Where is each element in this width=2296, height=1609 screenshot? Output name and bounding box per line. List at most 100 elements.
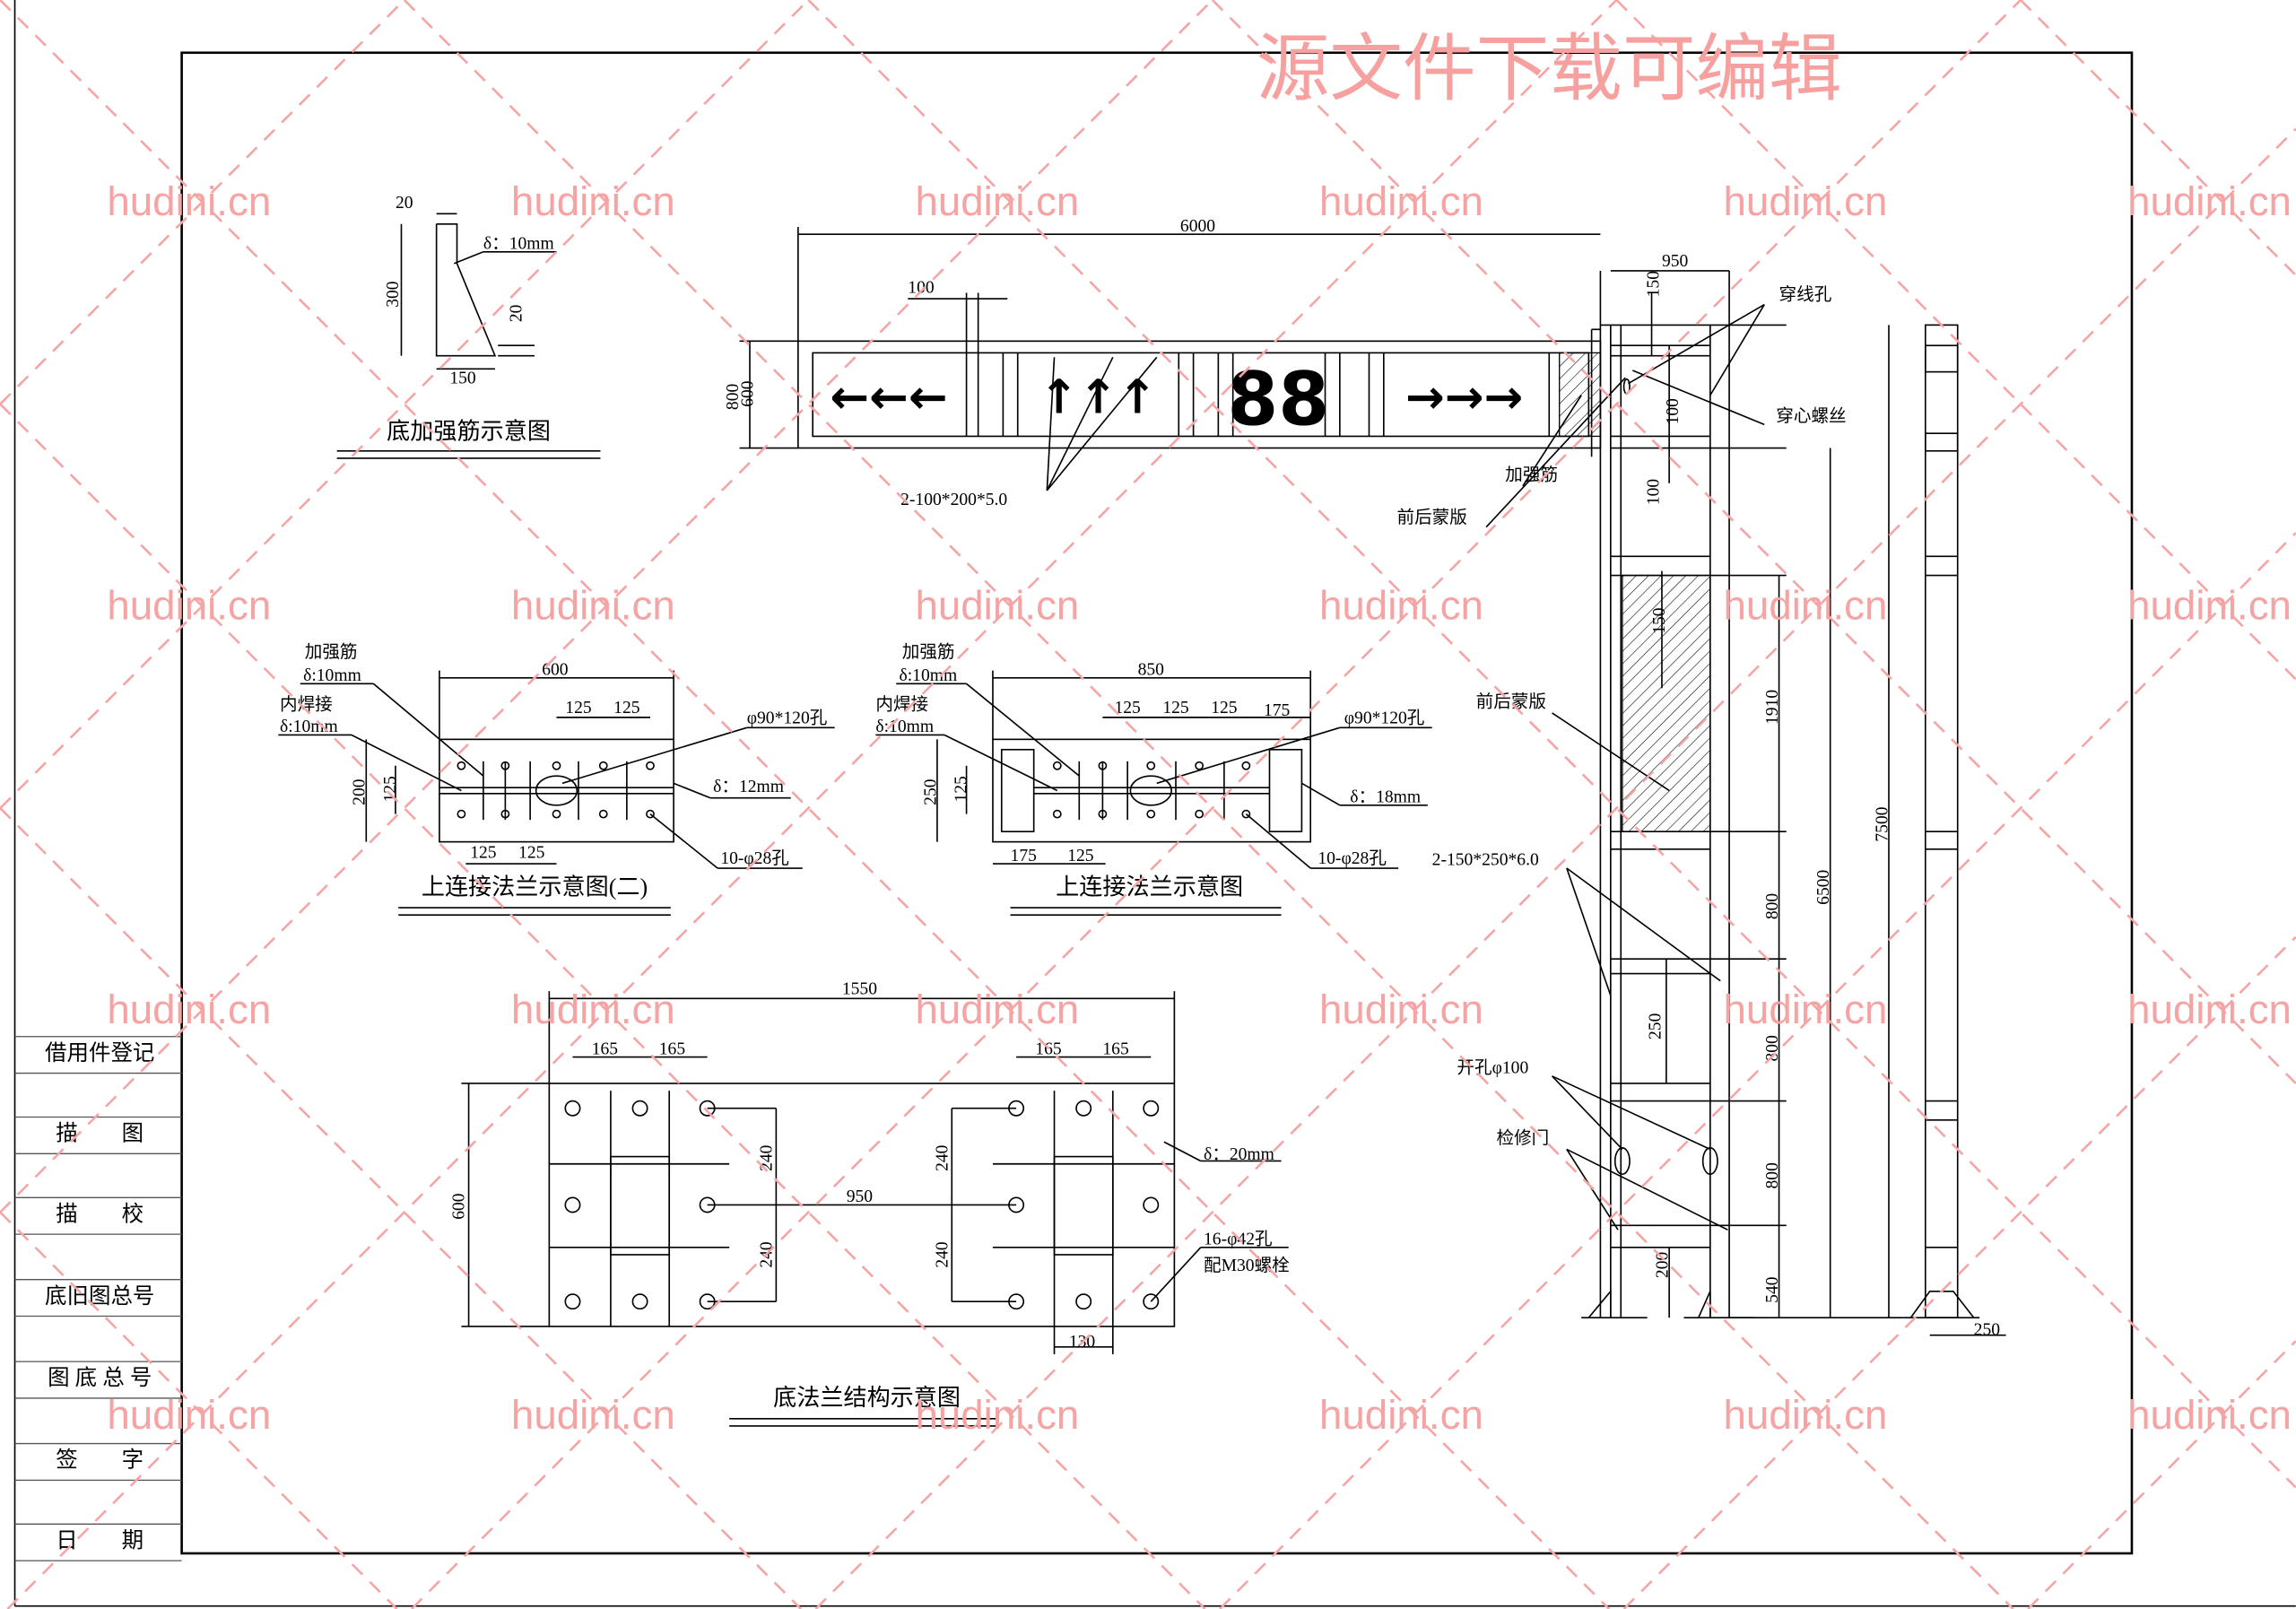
watermark-site: hudini.cn [511,178,675,224]
watermark-dash-line [403,0,2014,1609]
callout: 检修门 [1497,1128,1550,1148]
dimension: 125 [518,844,545,863]
watermark-dash-line [0,0,1611,1609]
callout: 10-φ28孔 [720,848,789,868]
watermark-site: hudini.cn [915,178,1079,224]
dimension: 125 [565,699,592,718]
dimension: 250 [1974,1321,2001,1340]
callout: 穿心螺丝 [1776,406,1846,426]
dimension: 800 [724,383,743,410]
callout: φ90*120孔 [1344,708,1425,727]
thickness-label: δ：18mm [1350,788,1421,807]
watermark-dash-line [0,1211,398,1609]
dimension: 240 [757,1144,776,1171]
watermark-site: hudini.cn [2127,178,2292,224]
watermark-site: hudini.cn [1319,1392,1483,1438]
watermark-site: hudini.cn [1724,1392,1888,1438]
watermark-dash-line [2019,0,2296,276]
watermark-dash-line [1219,532,2296,1609]
detail-title: 上连接法兰示意图(二) [422,874,648,900]
watermark-dash-line [1622,935,2296,1609]
detail-title: 底法兰结构示意图 [773,1385,961,1411]
watermark-site: hudini.cn [511,1392,675,1438]
callout: 内焊接 [280,695,333,715]
watermark-site: hudini.cn [1724,583,1888,629]
callout: 前后蒙版 [1397,508,1467,527]
dimension: 600 [450,1193,469,1220]
callout: 加强筋 [1505,465,1558,484]
dimension: 800 [1763,1035,1782,1062]
title-block-cell: 图 底 总 号 [48,1365,152,1390]
dimension: 125 [470,844,497,863]
dimension: 6500 [1814,869,1833,904]
title-block: 借用件登记 描 图 描 校 底旧图总号 图 底 总 号 签 字 日 期 [14,1036,182,1561]
dimension: 100 [908,278,935,297]
watermark-site: hudini.cn [511,583,675,629]
dimension: 150 [449,370,476,388]
callout: 2-150*250*6.0 [1432,851,1539,870]
watermark-site: hudini.cn [107,583,271,629]
title-block-cell: 底旧图总号 [45,1283,154,1309]
digit-display: 88 [1227,357,1329,442]
watermark-dash-line [410,0,2022,1609]
detail-title: 上连接法兰示意图 [1056,874,1243,900]
dimension: 240 [933,1144,952,1171]
dimension: 600 [542,661,569,680]
watermark-site: hudini.cn [915,583,1079,629]
callout: 加强筋 [305,642,358,662]
callout: 开孔φ100 [1457,1058,1528,1078]
dimension: 200 [351,778,370,805]
dimension: 125 [381,776,400,803]
watermark-site: hudini.cn [107,178,271,224]
dimension: 175 [1264,701,1291,720]
rib-detail: 20 δ：10mm 300 20 150 底加强筋示意图 [336,194,601,459]
watermark-dash-line [0,807,803,1609]
watermark-site: hudini.cn [1724,987,1888,1032]
dimension: 125 [1211,699,1238,718]
left-arrows-icon: ←←← [830,370,947,424]
watermark-dash-line [2027,1340,2296,1609]
callout: δ:10mm [303,666,361,685]
watermark-dash-line [6,0,1618,1609]
dimension: 125 [952,776,971,803]
dimension: 7500 [1873,806,1892,841]
dimension: 100 [1645,479,1664,506]
dimension: 300 [384,281,403,308]
dimension: 165 [1102,1039,1129,1058]
upper-flange-2: 加强筋 δ:10mm 600 内焊接 δ:10mm 125 125 φ90*12… [278,642,835,917]
watermark-site: hudini.cn [2127,1392,2292,1438]
dimension: 125 [613,699,640,718]
callout: 前后蒙版 [1476,691,1546,711]
dimension: 20 [507,304,526,322]
callout: δ:10mm [899,666,957,685]
dimension: 250 [921,778,940,805]
callout: 穿线孔 [1779,285,1832,305]
dimension: 600 [738,380,757,407]
dimension: 540 [1763,1276,1782,1303]
right-arrows-icon: →→→ [1405,370,1523,424]
dimension: 850 [1138,661,1165,680]
callout: φ90*120孔 [747,708,828,727]
callout: 加强筋 [902,642,955,662]
dimension: 175 [1011,847,1038,865]
watermark-site: hudini.cn [1319,583,1483,629]
dimension: 240 [933,1241,952,1268]
dimension: 125 [1114,699,1141,718]
title-block-cell: 借用件登记 [45,1040,154,1065]
pole-elevation: 950 150 穿线孔 穿心螺丝 100 加强筋 100 前后蒙版 150 19… [1397,252,2006,1340]
title-block-cell: 日 期 [56,1528,144,1552]
dimension: 125 [1067,847,1094,865]
callout: 2-100*200*5.0 [900,491,1007,509]
watermark-dash-line [1211,0,2296,1084]
watermark-site: hudini.cn [915,1392,1079,1438]
dimension: 20 [396,194,413,213]
dimension: 150 [1650,607,1669,634]
watermark-dash-line [0,0,405,405]
watermark-dash-line [1615,0,2296,681]
callout: 内焊接 [875,695,928,715]
dimension: 165 [1035,1039,1062,1058]
upper-flange: 加强筋 δ:10mm 850 内焊接 δ:10mm 125 125 125 17… [875,642,1432,917]
dimension: 1550 [842,979,877,998]
